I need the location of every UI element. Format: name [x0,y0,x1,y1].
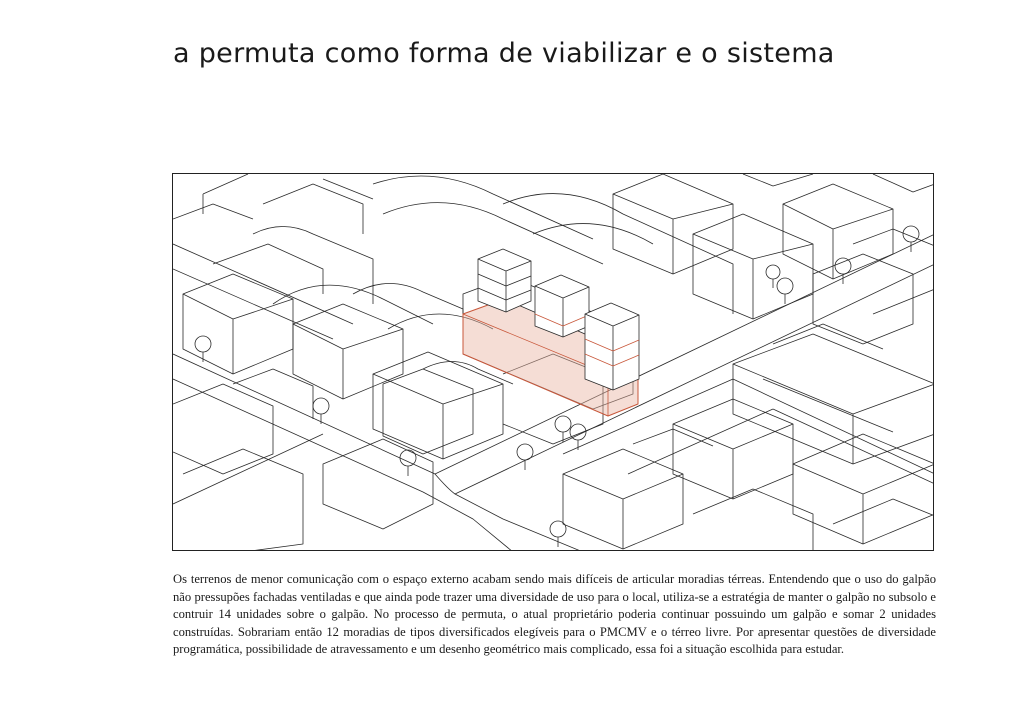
right-buildings [612,174,933,345]
isometric-axonometric-drawing [172,173,934,551]
description-paragraph: Os terrenos de menor comunicação com o e… [173,572,936,657]
page-title: a permuta como forma de viabilizar e o s… [173,38,835,69]
warehouse-roofs [272,175,734,330]
project-buildings [462,248,640,417]
street-lines [173,234,933,550]
bottom-right-buildings [562,289,933,550]
left-buildings [173,174,514,550]
trees [194,225,920,547]
